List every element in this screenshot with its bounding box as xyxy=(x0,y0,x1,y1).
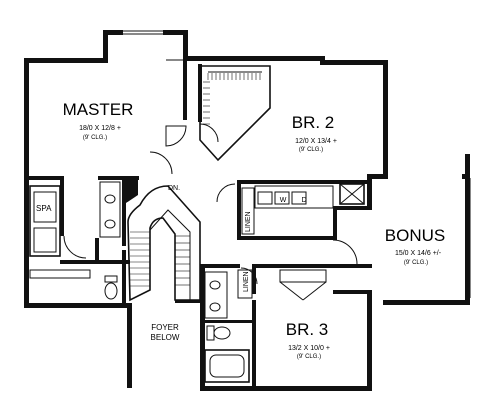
foyer-below: FOYER BELOW xyxy=(151,323,180,342)
washer-label: W xyxy=(280,197,287,204)
room-name-br3: BR. 3 xyxy=(286,320,329,339)
room-size-master: 18/0 X 12/8 + xyxy=(79,125,121,132)
room-name-master: MASTER xyxy=(63,100,134,119)
down-label: DN. xyxy=(168,185,180,192)
room-name-br2: BR. 2 xyxy=(292,113,335,132)
room-name-bonus: BONUS xyxy=(385,226,445,245)
foyer-label-line2: BELOW xyxy=(151,333,180,342)
bath2-vanity xyxy=(204,271,228,319)
room-ceiling-bonus: (9' CLG.) xyxy=(404,260,428,266)
master-vanity xyxy=(99,181,121,238)
closet-shelving xyxy=(29,65,365,301)
room-bonus: BONUS 15/0 X 14/6 +/- (9' CLG.) xyxy=(385,226,445,266)
linen-closet xyxy=(241,187,255,235)
foyer-label-line1: FOYER xyxy=(151,323,179,332)
doors xyxy=(63,123,358,285)
room-master: MASTER 18/0 X 12/8 + (9' CLG.) xyxy=(63,100,134,141)
bath2-toilet xyxy=(206,325,231,341)
spa-tub xyxy=(29,185,61,257)
dryer-label: D xyxy=(301,197,306,204)
room-size-bonus: 15/0 X 14/6 +/- xyxy=(395,250,442,257)
spa-label: SPA xyxy=(36,204,52,213)
linen-closet-2 xyxy=(237,269,253,299)
exterior-walls xyxy=(24,30,470,391)
linen-label: LINEN xyxy=(243,271,250,292)
room-ceiling-master: (9' CLG.) xyxy=(83,135,107,141)
linen-vertical-label: LINEN xyxy=(245,211,252,232)
room-br3: BR. 3 13/2 X 10/0 + (9' CLG.) xyxy=(286,320,330,360)
interior-walls xyxy=(24,60,372,390)
master-toilet xyxy=(104,275,118,300)
room-br2: BR. 2 12/0 X 13/4 + (9' CLG.) xyxy=(292,113,337,153)
room-size-br3: 13/2 X 10/0 + xyxy=(288,345,330,352)
room-size-br2: 12/0 X 13/4 + xyxy=(295,138,337,145)
room-ceiling-br2: (9' CLG.) xyxy=(299,147,323,153)
bath2-tub xyxy=(204,349,250,383)
room-ceiling-br3: (9' CLG.) xyxy=(297,354,321,360)
staircase xyxy=(127,185,201,302)
windows xyxy=(123,30,471,298)
laundry xyxy=(254,185,334,209)
